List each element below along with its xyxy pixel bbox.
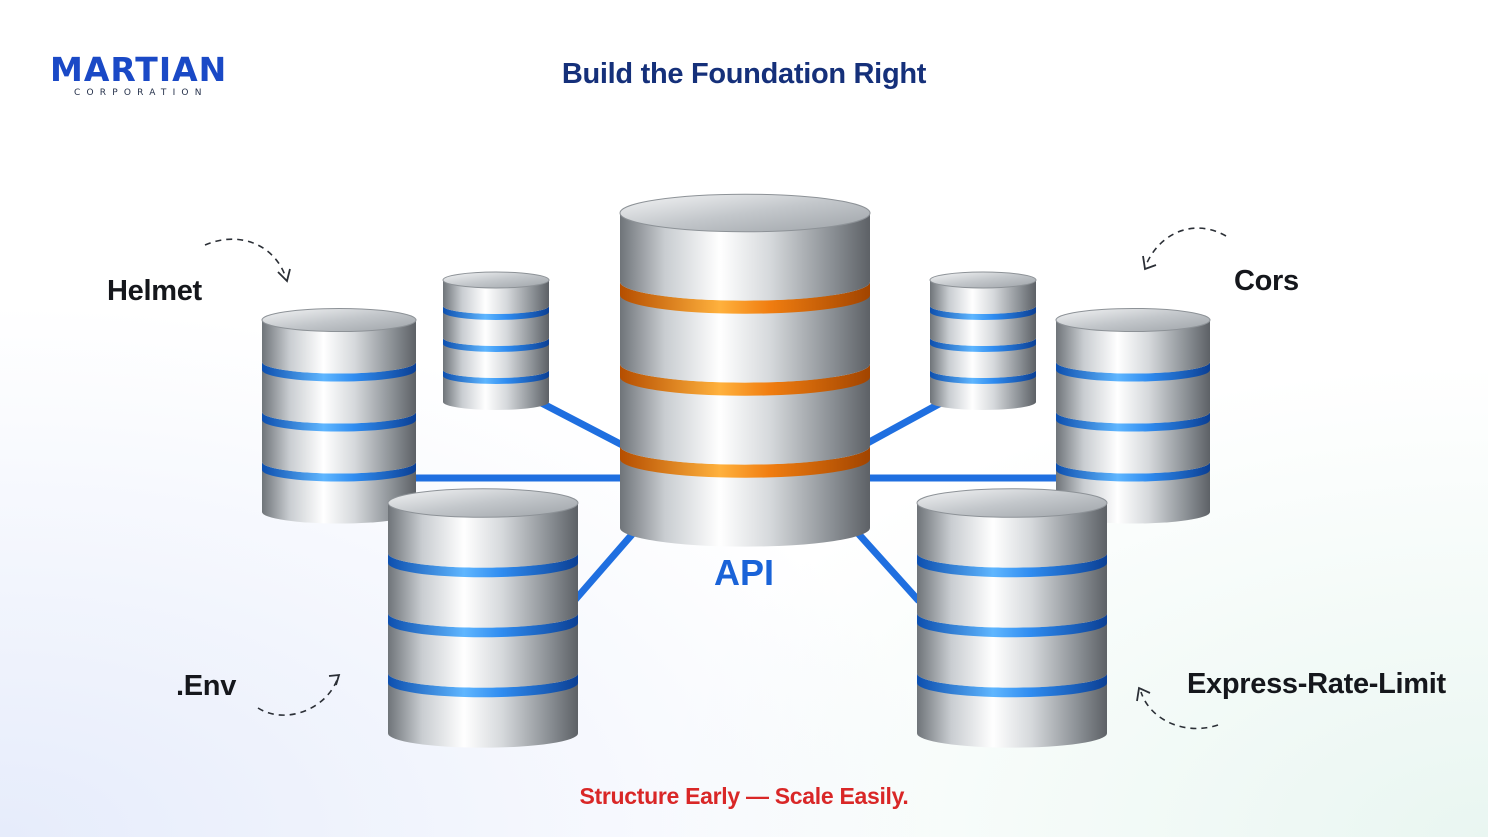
database-stack-env bbox=[387, 488, 579, 748]
tagline: Structure Early — Scale Easily. bbox=[579, 783, 909, 809]
database-stack-small-left bbox=[442, 271, 550, 410]
dashed-arrow-env bbox=[257, 679, 338, 716]
dashed-arrows bbox=[204, 227, 1227, 730]
dashed-arrow-express-rate-limit bbox=[1140, 691, 1219, 730]
database-stack-api bbox=[619, 193, 871, 547]
database-stack-helmet bbox=[261, 307, 417, 524]
brand-subtitle: CORPORATION bbox=[74, 88, 208, 98]
arrow-heads bbox=[277, 255, 1157, 702]
brand-logo: MARTIAN CORPORATION bbox=[50, 50, 228, 99]
arrow-head-helmet bbox=[277, 268, 291, 283]
database-stack-small-right bbox=[929, 271, 1037, 410]
dashed-arrow-helmet bbox=[204, 238, 287, 279]
node-label-cors: Cors bbox=[1234, 265, 1299, 297]
dashed-arrow-cors bbox=[1145, 227, 1227, 266]
database-stack-cors bbox=[1055, 307, 1211, 524]
api-label: API bbox=[714, 552, 775, 593]
connector-right-small bbox=[858, 394, 954, 450]
node-label-env: .Env bbox=[176, 670, 237, 702]
node-label-helmet: Helmet bbox=[107, 275, 202, 307]
arrow-head-express-rate-limit bbox=[1136, 686, 1151, 702]
database-stack-express-rate-limit bbox=[916, 488, 1108, 748]
page-title: Build the Foundation Right bbox=[561, 58, 927, 90]
arrow-head-cors bbox=[1142, 255, 1157, 271]
database-group bbox=[261, 193, 1211, 748]
brand-name: MARTIAN bbox=[50, 50, 228, 89]
node-label-express-rate-limit: Express-Rate-Limit bbox=[1187, 668, 1446, 700]
arrow-head-env bbox=[328, 673, 341, 686]
